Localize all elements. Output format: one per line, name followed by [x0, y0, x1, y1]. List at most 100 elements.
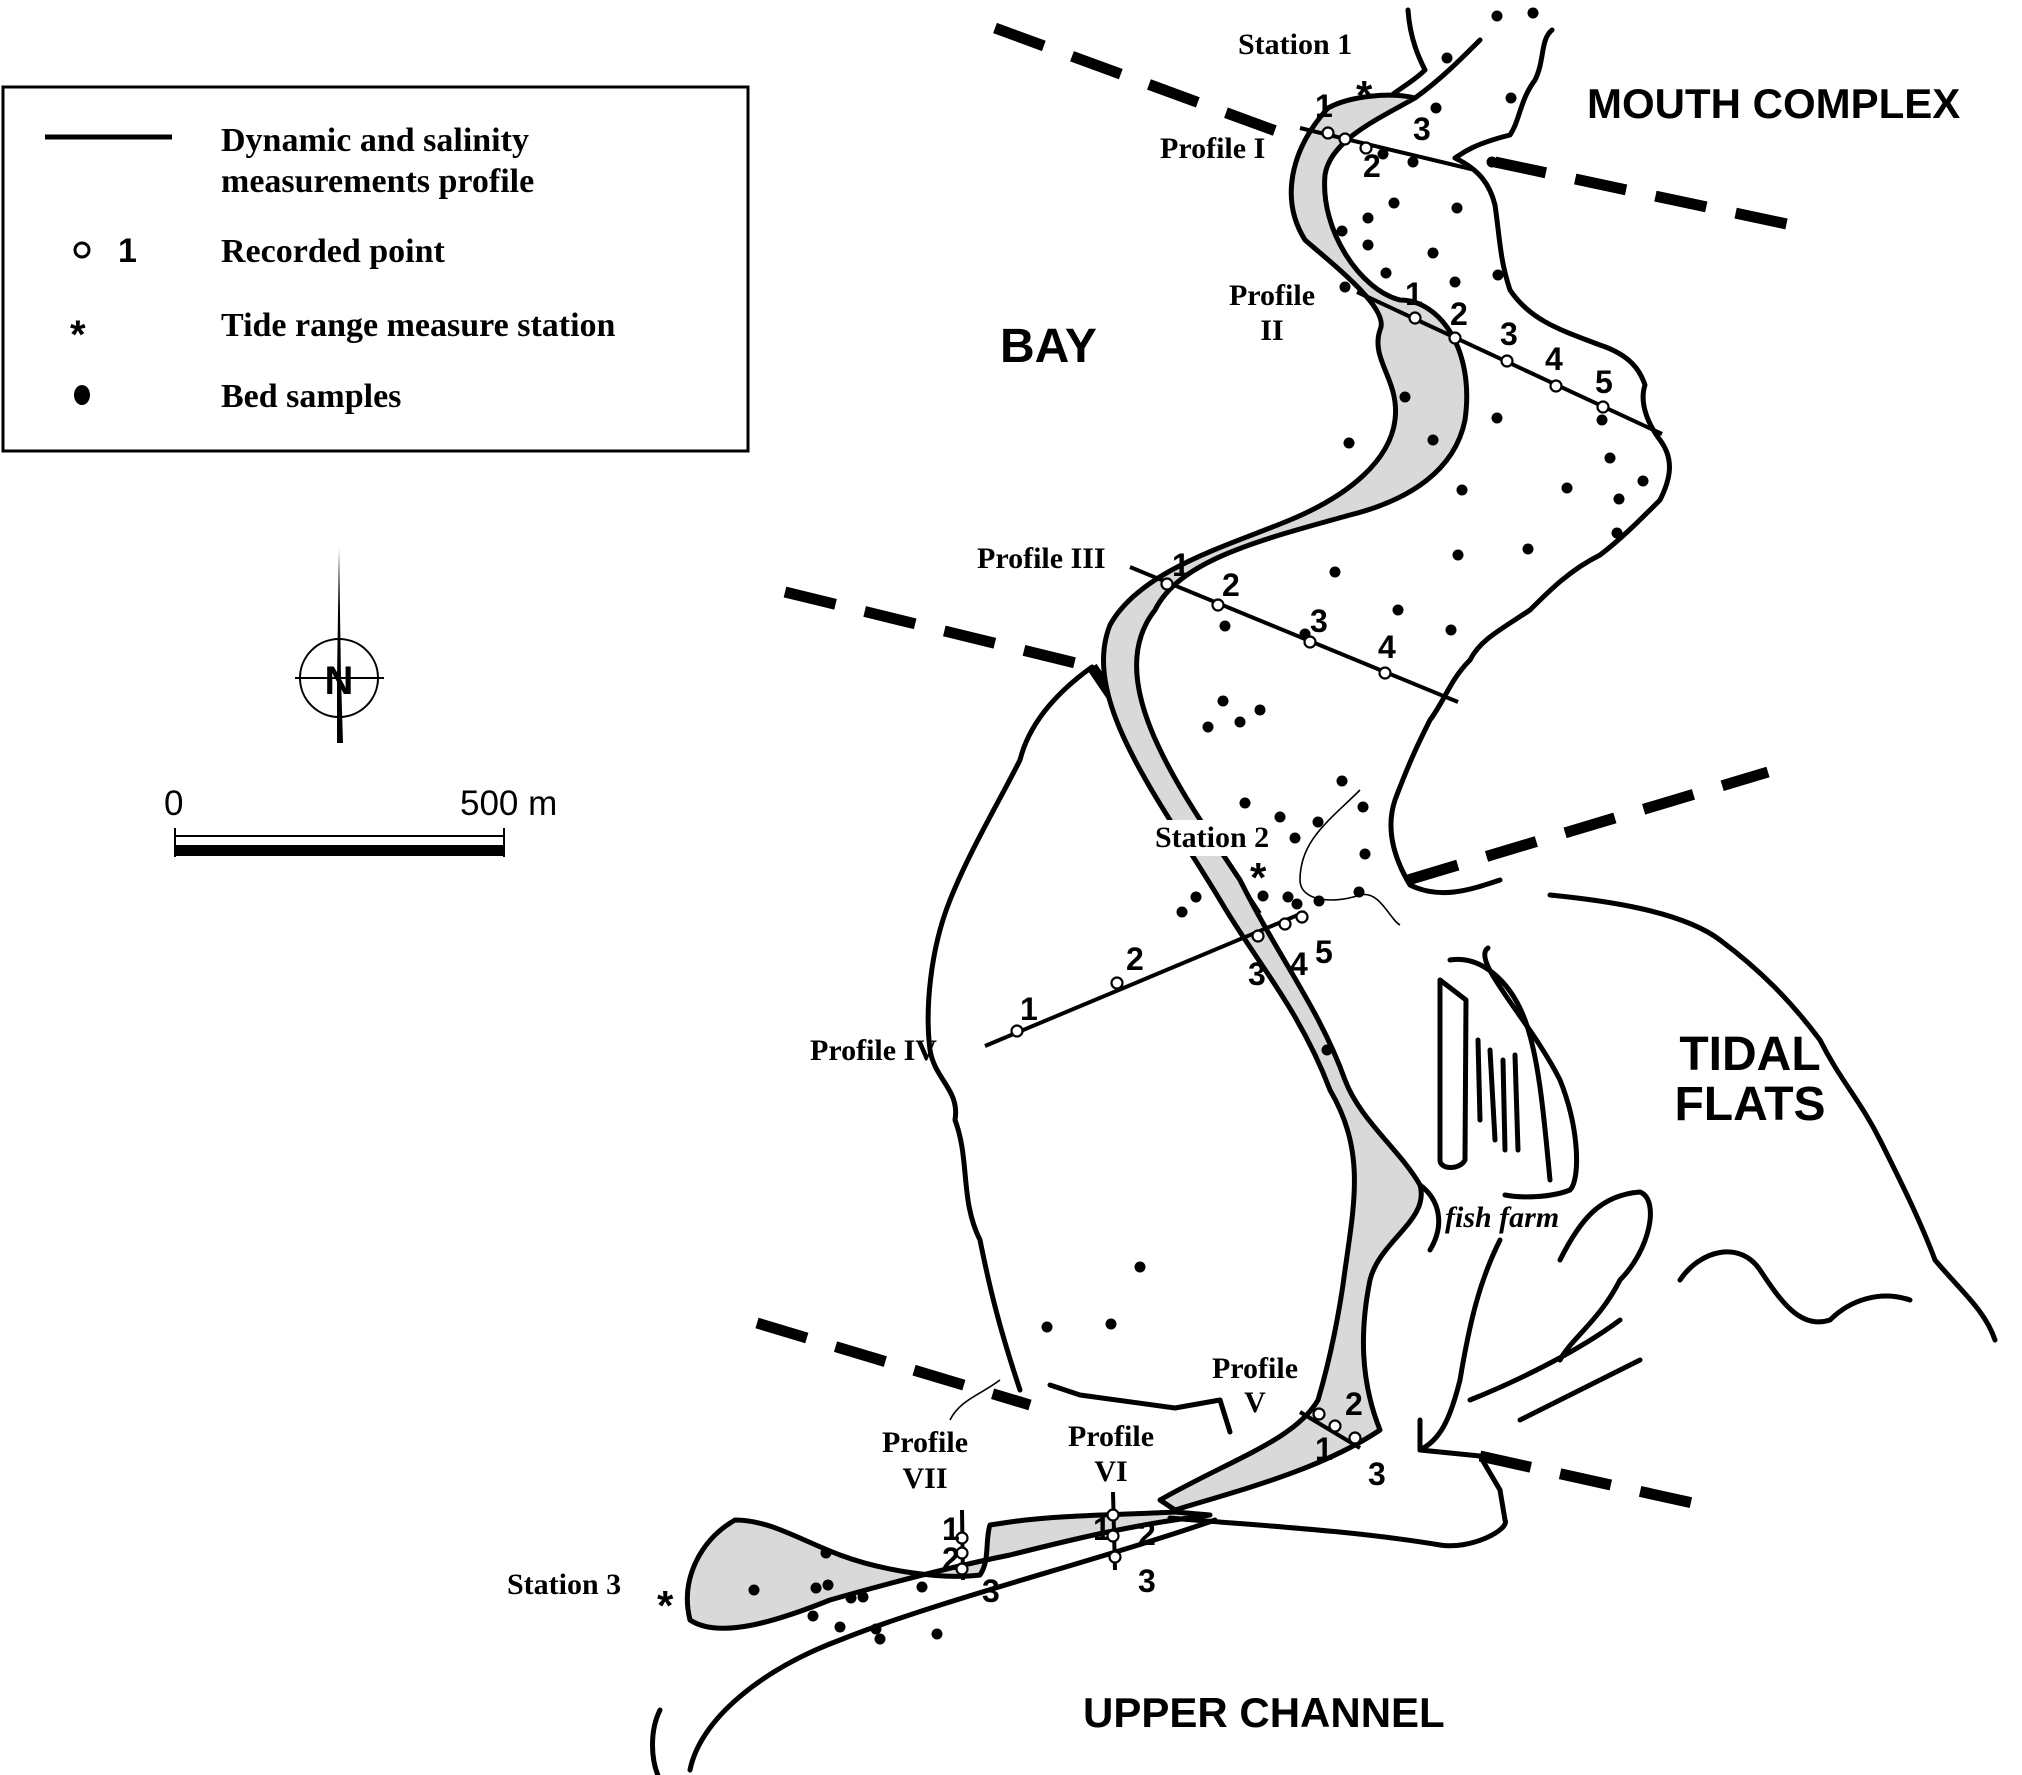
- recorded-point: [1295, 910, 1309, 924]
- bed-sample-dot: [1561, 482, 1573, 494]
- zone-label-upper-channel: UPPER CHANNEL: [1083, 1689, 1445, 1736]
- recorded-point: [1110, 976, 1124, 990]
- shore-mouth-east: [1452, 27, 1555, 161]
- recorded-point-number: 1: [1093, 1511, 1111, 1547]
- zone-boundary-mouth-west: [993, 22, 1297, 144]
- bed-sample-dot: [1274, 811, 1286, 823]
- recorded-point-number: 4: [1290, 946, 1308, 982]
- bed-sample-dot: [870, 1623, 882, 1635]
- bed-sample-dot: [1452, 549, 1464, 561]
- bed-sample-dot: [1392, 604, 1404, 616]
- zone-boundary-upper-east: [1478, 1450, 1717, 1514]
- shore-spit-west: [650, 1707, 663, 1775]
- station-3-asterisk-icon: *: [657, 1582, 674, 1629]
- recorded-point-number: 3: [982, 1573, 1000, 1609]
- bed-sample-dot: [1491, 412, 1503, 424]
- bed-sample-dot: [857, 1591, 869, 1603]
- bed-sample-dot: [1339, 281, 1351, 293]
- bed-sample-dot: [1451, 202, 1463, 214]
- recorded-point: [1348, 1431, 1362, 1445]
- bed-sample-dot: [1282, 891, 1294, 903]
- bed-sample-dot: [1234, 716, 1246, 728]
- north-arrow-icon: N: [295, 548, 384, 743]
- bed-sample-dot: [1257, 890, 1269, 902]
- recorded-point-number: 3: [1368, 1456, 1386, 1492]
- fish-farm-ponds: [1475, 1037, 1521, 1153]
- bed-sample-dot: [1190, 891, 1202, 903]
- bed-sample-dot: [1202, 721, 1214, 733]
- shore-upper-east: [1417, 1417, 1508, 1523]
- recorded-point-number: 1: [1020, 991, 1038, 1027]
- recorded-point-number: 2: [1222, 567, 1240, 603]
- zone-label-bay: BAY: [1000, 320, 1097, 373]
- channel-main-body: [1101, 92, 1470, 1513]
- profile-VII-label-2: VII: [902, 1462, 947, 1495]
- recorded-point-number: 3: [1413, 111, 1431, 147]
- bed-sample-dot: [1505, 92, 1517, 104]
- bed-sample-dot: [1604, 452, 1616, 464]
- legend-recorded-point-number: 1: [118, 232, 137, 270]
- station-1-asterisk-icon: *: [1356, 72, 1373, 119]
- recorded-point: [1596, 400, 1610, 414]
- legend: Dynamic and salinity measurements profil…: [1, 85, 750, 453]
- recorded-point: [1328, 1419, 1342, 1433]
- recorded-point-number: 1: [942, 1511, 960, 1547]
- zone-boundary-bay-north-east: [1406, 766, 1770, 886]
- bed-sample-dot: [1486, 156, 1498, 168]
- scale-bar: 0 500 m: [164, 784, 557, 857]
- zone-boundary-mouth-east: [1493, 156, 1817, 236]
- bed-sample-dot: [1388, 197, 1400, 209]
- bed-sample-dot: [874, 1633, 886, 1645]
- bed-sample-dot: [1312, 816, 1324, 828]
- recorded-point: [1251, 929, 1265, 943]
- shore-tidal-creek-4: [1467, 1317, 1643, 1423]
- bed-sample-dot: [1637, 475, 1649, 487]
- bed-sample-dot: [931, 1628, 943, 1640]
- station-2-label: Station 2: [1155, 821, 1269, 854]
- recorded-point: [1500, 354, 1514, 368]
- recorded-point-number: 1: [1172, 547, 1190, 583]
- recorded-point: [1321, 126, 1335, 140]
- recorded-point: [1106, 1508, 1120, 1522]
- profile-V-label-2: V: [1244, 1386, 1266, 1419]
- profile-VII: 123: [942, 1509, 1000, 1609]
- bed-sample-dot: [1176, 906, 1188, 918]
- bed-sample-dot: [834, 1621, 846, 1633]
- bed-sample-dot: [1313, 895, 1325, 907]
- shore-upper-south-channel: [1167, 1515, 1508, 1549]
- legend-recorded-point-label: Recorded point: [221, 233, 446, 270]
- recorded-point: [1278, 917, 1292, 931]
- zone-boundary-bay-north-west: [783, 586, 1094, 673]
- recorded-point: [1108, 1550, 1122, 1564]
- recorded-point-number: 2: [1345, 1386, 1363, 1422]
- recorded-point: [1549, 379, 1563, 393]
- recorded-point: [955, 1562, 969, 1576]
- bed-sample-dot: [1217, 695, 1229, 707]
- bed-sample-dot: [1613, 493, 1625, 505]
- recorded-point-number: 3: [1138, 1563, 1156, 1599]
- fish-farm-canal: [1447, 956, 1553, 1183]
- shore-mouth-east-inner: [1412, 37, 1483, 101]
- shore-fish-farm-bank: [1417, 1182, 1442, 1253]
- recorded-point-number: 2: [942, 1541, 960, 1577]
- recorded-point-number: 3: [1248, 956, 1266, 992]
- recorded-point-number: 4: [1545, 341, 1563, 377]
- profile-I: 123: [1299, 88, 1476, 184]
- bed-sample-dot: [1105, 1318, 1117, 1330]
- recorded-point: [1211, 598, 1225, 612]
- bed-sample-dot: [1041, 1321, 1053, 1333]
- recorded-point: [1448, 331, 1462, 345]
- profile-VI-label-1: Profile: [1068, 1420, 1154, 1453]
- recorded-point: [1106, 1529, 1120, 1543]
- bed-sample-dot: [1441, 52, 1453, 64]
- zone-boundaries: [755, 22, 1817, 1514]
- fish-farm-pond-1: [1437, 977, 1469, 1170]
- shore-mouth-north: [1389, 7, 1428, 98]
- station-2-asterisk-icon: *: [1250, 854, 1267, 901]
- bed-sample-dot: [748, 1584, 760, 1596]
- bed-sample-dot: [822, 1579, 834, 1591]
